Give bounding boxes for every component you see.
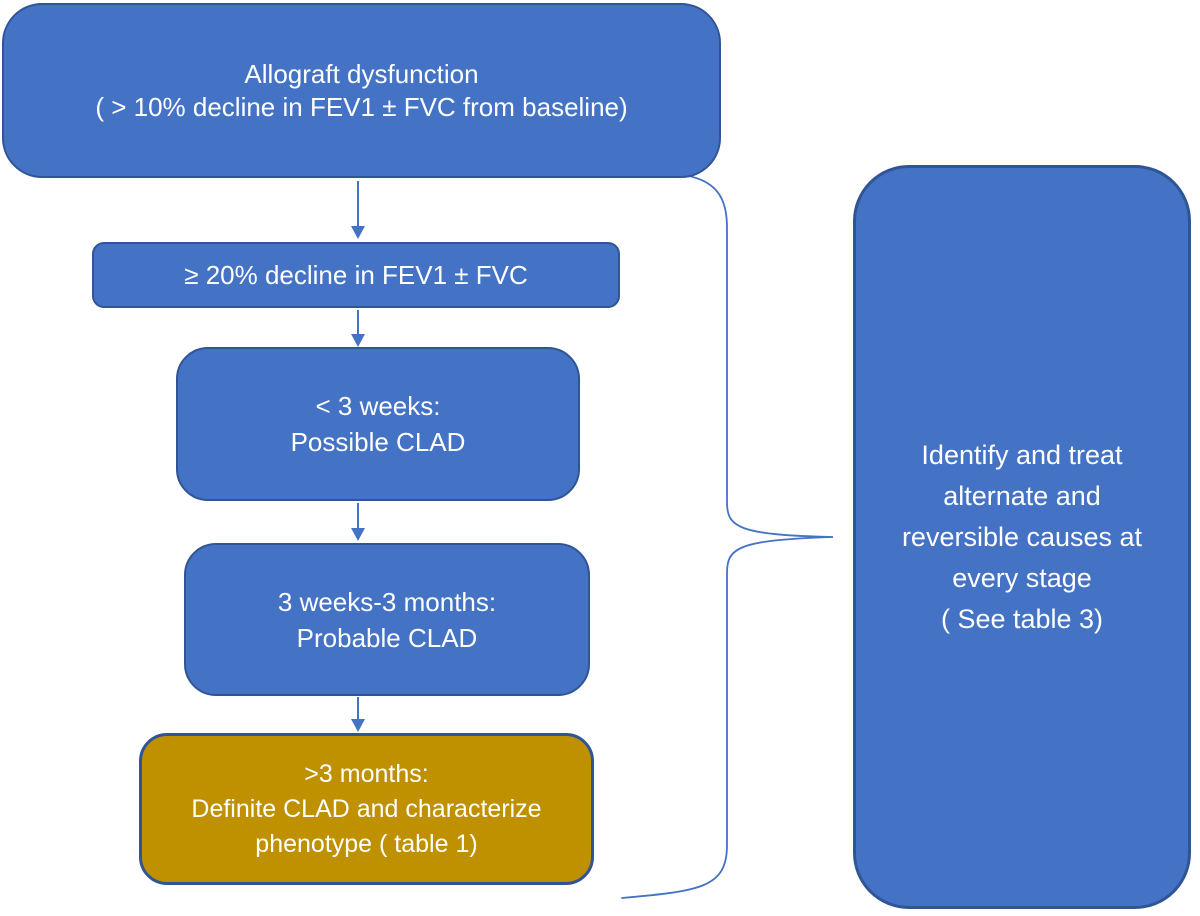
node-text-line: every stage — [952, 562, 1092, 593]
flow-node-identify-and-treat: Identify and treat alternate and reversi… — [853, 165, 1191, 909]
flow-arrow-4 — [351, 697, 365, 732]
flow-node-definite-clad: >3 months: Definite CLAD and characteriz… — [139, 733, 594, 885]
flow-node-allograft-dysfunction: Allograft dysfunction ( > 10% decline in… — [2, 3, 721, 178]
curly-brace — [621, 170, 834, 899]
flow-arrow-2 — [351, 310, 365, 347]
node-text-line: ≥ 20% decline in FEV1 ± FVC — [184, 260, 528, 290]
flow-node-possible-clad: < 3 weeks: Possible CLAD — [176, 347, 580, 501]
node-text-line: reversible causes at — [901, 521, 1143, 552]
flow-arrow-3 — [351, 503, 365, 541]
arrowhead-down-icon — [351, 719, 365, 732]
node-text-line: ( See table 3) — [940, 603, 1104, 634]
node-text-line: >3 months: — [304, 759, 429, 788]
node-text-line: Definite CLAD and characterize — [191, 794, 542, 823]
node-text-line: Allograft dysfunction — [244, 58, 479, 89]
node-text-line: Probable CLAD — [296, 622, 478, 653]
flow-node-decline-20-percent: ≥ 20% decline in FEV1 ± FVC — [92, 242, 620, 308]
flow-node-probable-clad: 3 weeks-3 months: Probable CLAD — [184, 543, 590, 696]
node-text-line: alternate and — [943, 480, 1101, 511]
flow-arrow-1 — [351, 181, 365, 239]
node-text-line: phenotype ( table 1) — [255, 829, 478, 858]
node-text-line: Possible CLAD — [290, 427, 466, 457]
arrowhead-down-icon — [351, 226, 365, 239]
arrowhead-down-icon — [351, 334, 365, 347]
node-text-line: Identify and treat — [921, 439, 1123, 470]
node-text-line: < 3 weeks: — [315, 391, 441, 421]
node-text-line: 3 weeks-3 months: — [277, 586, 497, 617]
node-text-line: ( > 10% decline in FEV1 ± FVC from basel… — [95, 91, 628, 122]
arrowhead-down-icon — [351, 528, 365, 541]
